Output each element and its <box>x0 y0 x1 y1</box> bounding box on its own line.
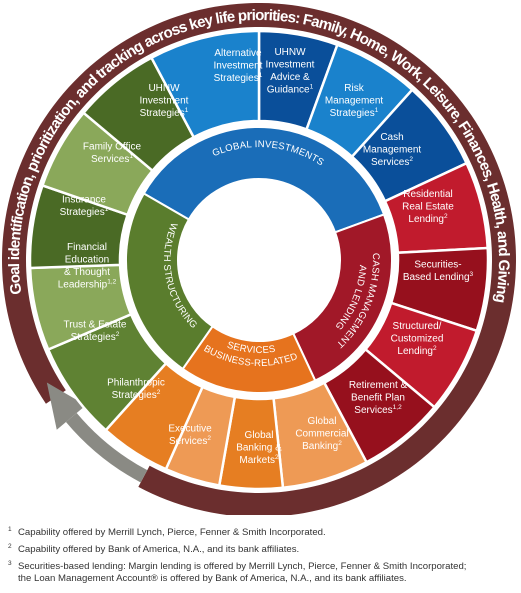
footnote-text: Securities-based lending: Margin lending… <box>18 561 467 572</box>
footnote-2: 2 Capability offered by Bank of America, … <box>8 543 520 556</box>
footnotes: 1 Capability offered by Merrill Lynch, Pi… <box>8 526 520 590</box>
footnote-text: the Loan Management Account® is offered … <box>18 573 407 584</box>
ring-arrow <box>46 382 148 483</box>
label-securities-based-lending: Securities-Based Lending3 <box>403 259 474 283</box>
footnote-3: 3 Securities-based lending: Margin lendin… <box>8 560 520 585</box>
arrow-shaft <box>65 412 148 483</box>
arrow-head <box>46 382 86 430</box>
footnote-1: 1 Capability offered by Merrill Lynch, Pi… <box>8 526 520 539</box>
core-wealth-structuring <box>125 192 214 371</box>
footnote-marker: 3 <box>8 560 12 567</box>
core-ring <box>125 126 393 394</box>
wheel-center <box>180 181 338 339</box>
wheel-diagram: Goal identification, prioritization, and… <box>2 3 516 515</box>
footnote-marker: 2 <box>8 543 12 550</box>
footnote-text: Capability offered by Bank of America, N… <box>18 544 300 555</box>
footnote-marker: 1 <box>8 526 12 533</box>
segment-uhnw-investment-strategies <box>149 29 261 139</box>
service-segments <box>28 29 490 491</box>
capability-wheel: Goal identification, prioritization, and… <box>2 3 516 515</box>
footnote-text: Capability offered by Merrill Lynch, Pie… <box>18 527 326 538</box>
core-global-investments <box>142 126 386 234</box>
